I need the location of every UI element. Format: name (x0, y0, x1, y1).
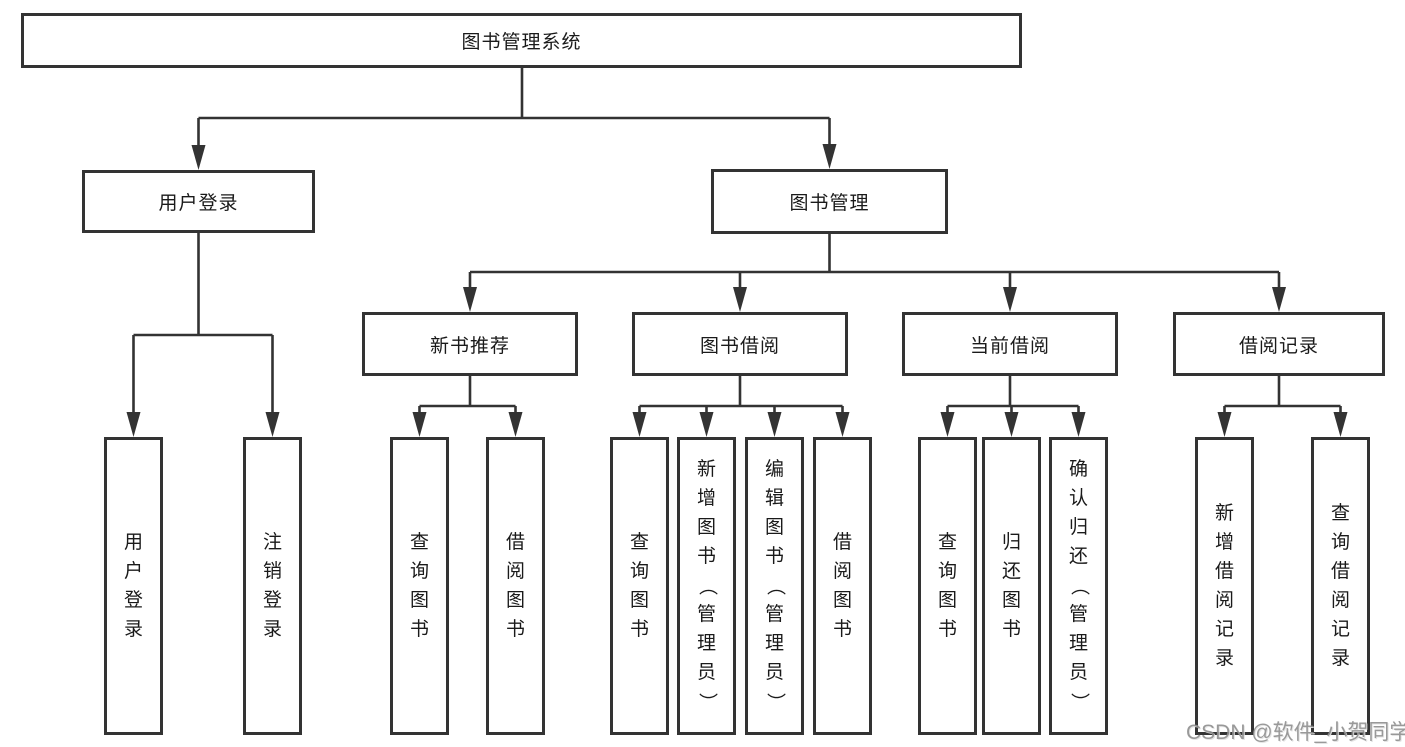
leaf-return-book: 归还图书 (982, 437, 1041, 735)
leaf-user-login: 用户登录 (104, 437, 163, 735)
leaf-edit-book-admin: 编辑图书（管理员） (745, 437, 804, 735)
leaf-query-book-current: 查询图书 (918, 437, 977, 735)
leaf-add-borrow-record: 新增借阅记录 (1195, 437, 1254, 735)
node-user-login: 用户登录 (82, 170, 315, 233)
leaf-label: 借阅图书 (505, 531, 525, 640)
leaf-label: 新增借阅记录 (1214, 502, 1234, 669)
leaf-label: 用户登录 (123, 531, 143, 640)
leaf-borrow-book: 借阅图书 (813, 437, 872, 735)
leaf-label: 查询图书 (937, 531, 957, 640)
leaf-label: 新增图书（管理员） (696, 459, 718, 712)
leaf-label: 归还图书 (1001, 531, 1021, 640)
leaf-label: 编辑图书（管理员） (764, 459, 786, 712)
node-current-borrow: 当前借阅 (902, 312, 1118, 376)
leaf-query-book-borrow: 查询图书 (610, 437, 669, 735)
leaf-query-borrow-record: 查询借阅记录 (1311, 437, 1370, 735)
node-new-book-recommend: 新书推荐 (362, 312, 578, 376)
node-book-borrow: 图书借阅 (632, 312, 848, 376)
csdn-watermark: CSDN @软件_小贺同学 (1186, 721, 1405, 744)
leaf-label: 查询借阅记录 (1330, 502, 1350, 669)
leaf-query-book-recommend: 查询图书 (390, 437, 449, 735)
leaf-logout: 注销登录 (243, 437, 302, 735)
leaf-label: 确认归还（管理员） (1068, 459, 1090, 712)
leaf-label: 借阅图书 (832, 531, 852, 640)
leaf-label: 查询图书 (629, 531, 649, 640)
leaf-add-book-admin: 新增图书（管理员） (677, 437, 736, 735)
node-root-system: 图书管理系统 (21, 13, 1022, 68)
leaf-label: 查询图书 (409, 531, 429, 640)
node-book-management: 图书管理 (711, 169, 948, 234)
node-borrow-records: 借阅记录 (1173, 312, 1385, 376)
leaf-label: 注销登录 (262, 531, 282, 640)
leaf-confirm-return-admin: 确认归还（管理员） (1049, 437, 1108, 735)
leaf-borrow-book-recommend: 借阅图书 (486, 437, 545, 735)
